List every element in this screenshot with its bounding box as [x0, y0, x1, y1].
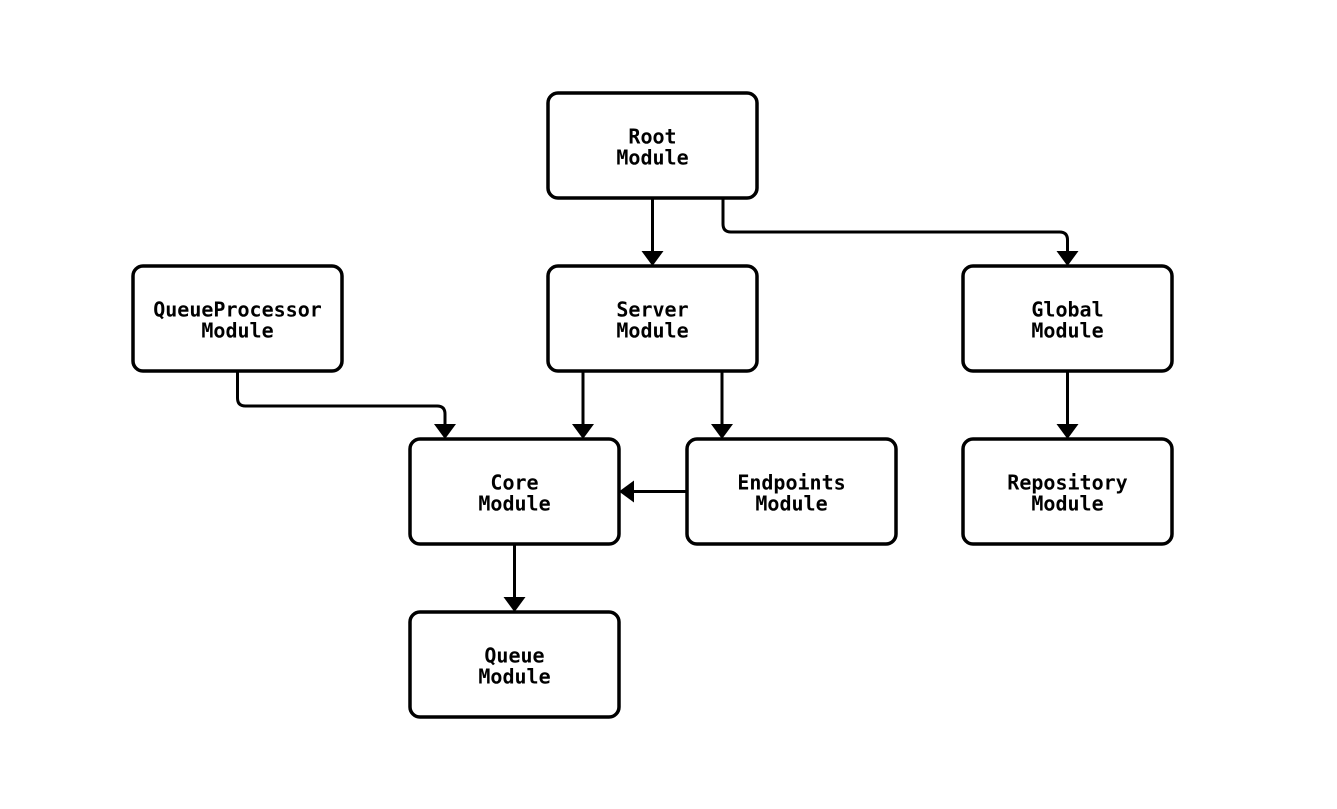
node-label-line1: Core	[490, 471, 538, 495]
node-label-line2: Module	[616, 319, 688, 343]
arrowhead-left-icon	[619, 480, 634, 503]
edge-server-to-core	[572, 371, 594, 439]
edge-root-to-global	[721, 198, 1079, 266]
node-endpoints-module: Endpoints Module	[685, 437, 898, 546]
arrowhead-down-icon	[572, 424, 594, 439]
node-label-line2: Module	[1031, 492, 1103, 516]
node-box	[131, 264, 344, 373]
node-label-line2: Module	[478, 665, 550, 689]
node-repository-module: Repository Module	[961, 437, 1174, 546]
edge-queueprocessor-to-core-line	[236, 371, 447, 426]
node-box	[546, 264, 759, 373]
arrowhead-down-icon	[641, 251, 664, 266]
node-label-line1: Repository	[1007, 471, 1127, 495]
node-box	[408, 610, 621, 719]
node-server-module: Server Module	[546, 264, 759, 373]
node-box	[546, 91, 759, 200]
node-root-module: Root Module	[546, 91, 759, 200]
edge-core-to-queue	[503, 543, 526, 612]
node-label-line2: Module	[616, 146, 688, 170]
arrowhead-down-icon	[503, 597, 526, 612]
node-box	[685, 437, 898, 546]
node-label-line1: QueueProcessor	[153, 298, 322, 322]
edge-server-to-endpoints	[711, 371, 733, 439]
node-queueprocessor-module: QueueProcessor Module	[131, 264, 344, 373]
node-label-line2: Module	[201, 319, 273, 343]
node-label-line1: Server	[616, 298, 688, 322]
node-label-line2: Module	[478, 492, 550, 516]
node-global-module: Global Module	[961, 264, 1174, 373]
arrowhead-down-icon	[1056, 251, 1079, 266]
node-box	[961, 437, 1174, 546]
node-label-line1: Endpoints	[737, 471, 845, 495]
edge-queueprocessor-to-core	[236, 371, 456, 439]
node-box	[961, 264, 1174, 373]
node-label-line2: Module	[755, 492, 827, 516]
node-core-module: Core Module	[408, 437, 621, 546]
arrowhead-down-icon	[1056, 424, 1079, 439]
node-queue-module: Queue Module	[408, 610, 621, 719]
node-label-line1: Root	[628, 125, 676, 149]
arrowhead-down-icon	[434, 424, 456, 439]
edge-root-to-global-line	[721, 198, 1069, 253]
node-label-line1: Global	[1031, 298, 1103, 322]
edge-global-to-repository	[1056, 371, 1079, 439]
arrowhead-down-icon	[711, 424, 733, 439]
edge-endpoints-to-core	[619, 480, 687, 503]
node-label-line2: Module	[1031, 319, 1103, 343]
node-label-line1: Queue	[484, 644, 544, 668]
edge-root-to-server	[641, 198, 664, 266]
node-box	[408, 437, 621, 546]
